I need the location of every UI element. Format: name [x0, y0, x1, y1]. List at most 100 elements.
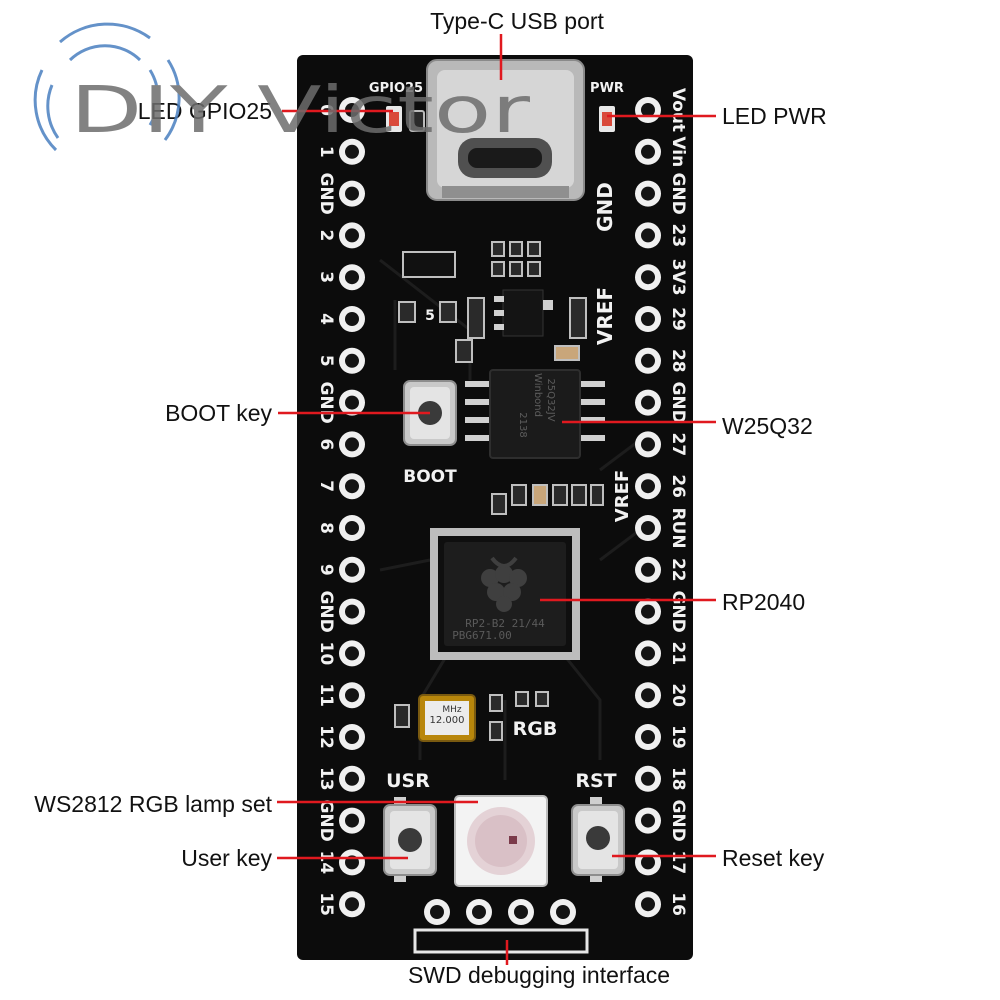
left-pin-label: 5: [316, 355, 336, 367]
right-pin-label: 3V3: [668, 259, 688, 296]
boot-silk-label: BOOT: [403, 467, 457, 487]
left-pin-label: 10: [316, 642, 336, 666]
right-pin-18: [635, 849, 661, 876]
left-pin-13: [339, 640, 365, 667]
left-pin-2: [339, 180, 365, 207]
left-pin-label: 11: [316, 683, 336, 707]
right-pin-9: [635, 473, 661, 500]
right-pin-label: 19: [668, 725, 688, 749]
right-pin-label: RUN: [668, 507, 688, 548]
right-pin-2: [635, 180, 661, 207]
right-pin-label: 26: [668, 474, 688, 498]
rp2040-label: RP2040: [722, 589, 805, 615]
right-pin-5: [635, 306, 661, 332]
smd-resistor-top: [409, 110, 425, 132]
flash-marking-2: 25Q32JV: [545, 378, 556, 421]
right-pin-13: [635, 640, 661, 667]
rp2040-marking-2: PBG671.00: [452, 629, 512, 642]
gnd-silk-label: GND: [593, 182, 617, 232]
right-pin-8: [635, 431, 661, 458]
right-pin-14: [635, 682, 661, 709]
left-pin-label: 15: [316, 892, 336, 916]
right-pin-label: GND: [668, 381, 688, 423]
right-pin-label: 17: [668, 851, 688, 875]
crystal-marking-2: MHz: [442, 705, 462, 715]
right-pin-label: 22: [668, 558, 688, 582]
left-pin-header: [339, 97, 365, 918]
left-pin-7: [339, 389, 365, 416]
left-pin-19: [339, 891, 365, 918]
five-silk-label: 5: [425, 308, 435, 324]
right-pin-label: 23: [668, 224, 688, 248]
left-pin-label: 2: [316, 229, 336, 241]
right-pin-17: [635, 807, 661, 834]
right-pin-16: [635, 765, 661, 792]
left-pin-label: 9: [316, 564, 336, 576]
right-pin-label: 21: [668, 642, 688, 666]
left-pin-11: [339, 556, 365, 583]
right-pin-19: [635, 891, 661, 918]
watermark-circle-icon: [33, 22, 181, 152]
left-pin-15: [339, 724, 365, 750]
left-pin-5: [339, 306, 365, 332]
vref-top-silk-label: VREF: [593, 287, 617, 345]
left-pin-labels: 01GND2345GND6789GND10111213GND1415: [316, 104, 336, 916]
left-pin-6: [339, 347, 365, 374]
gpio-silk-label: GPIO25: [369, 81, 423, 96]
left-pin-label: GND: [316, 172, 336, 214]
ws2812-rgb-led: [454, 795, 548, 887]
right-pin-label: 27: [668, 433, 688, 457]
rgb-silk-label: RGB: [513, 718, 558, 740]
right-pin-label: Vin: [668, 136, 688, 167]
right-pin-label: 20: [668, 683, 688, 707]
right-pin-label: GND: [668, 799, 688, 841]
led-pwr-label: LED PWR: [722, 103, 827, 129]
callout-lines: [277, 34, 716, 965]
rst-silk-label: RST: [575, 770, 616, 792]
left-pin-label: 8: [316, 522, 336, 534]
right-pin-label: 16: [668, 892, 688, 916]
pwr-silk-label: PWR: [590, 81, 624, 96]
left-pin-18: [339, 849, 365, 876]
left-pin-8: [339, 431, 365, 458]
left-pin-3: [339, 222, 365, 249]
left-pin-17: [339, 807, 365, 834]
w25q32-label: W25Q32: [722, 413, 813, 439]
right-pin-10: [635, 515, 661, 541]
boot-key-label: BOOT key: [165, 400, 272, 426]
usr-silk-label: USR: [386, 770, 430, 792]
left-pin-9: [339, 473, 365, 500]
swd-interface-label: SWD debugging interface: [408, 962, 670, 988]
voltage-regulator: [494, 289, 553, 337]
left-pin-label: 3: [316, 271, 336, 283]
reset-key-button: [571, 797, 625, 882]
right-pin-label: GND: [668, 590, 688, 632]
left-pin-1: [339, 138, 365, 165]
ws2812-label: WS2812 RGB lamp set: [34, 791, 272, 817]
left-pin-10: [339, 515, 365, 541]
right-pin-label: GND: [668, 172, 688, 214]
left-pin-label: GND: [316, 381, 336, 423]
left-pin-label: 14: [316, 851, 336, 875]
flash-marking-3: 2138: [517, 412, 528, 437]
rp2040-marking-1: RP2-B2 21/44: [465, 617, 545, 630]
left-pin-16: [339, 765, 365, 792]
right-pin-label: 29: [668, 307, 688, 331]
right-pin-4: [635, 264, 661, 291]
watermark-text: DIY Victor: [70, 74, 531, 148]
left-pin-4: [339, 264, 365, 291]
crystal-marking-1: 12.000: [430, 715, 465, 726]
left-pin-label: 13: [316, 767, 336, 791]
right-pin-12: [635, 598, 661, 625]
user-key-label: User key: [181, 845, 272, 871]
rp2040-chip: RP2-B2 21/44 PBG671.00: [430, 528, 580, 660]
usb-c-port: [426, 59, 585, 201]
left-pin-14: [339, 682, 365, 709]
right-pin-3: [635, 222, 661, 249]
watermark: DIY Victor: [33, 22, 531, 152]
right-pin-label: Vout: [668, 88, 688, 132]
flash-chip: Winbond 25Q32JV 2138: [465, 369, 605, 459]
left-pin-label: 7: [316, 480, 336, 492]
swd-pads: [413, 899, 589, 954]
